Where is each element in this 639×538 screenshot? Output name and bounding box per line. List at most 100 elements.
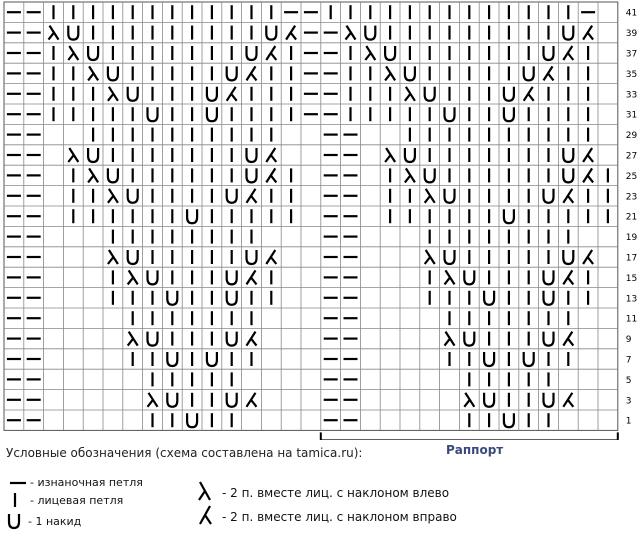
- k2tog-right-symbol-icon: [199, 505, 212, 525]
- yarnover-mark: [225, 188, 238, 204]
- k2tog-left-mark: [87, 167, 100, 184]
- yarnover-mark: [542, 188, 555, 204]
- yarnover-mark: [166, 392, 179, 408]
- k2tog-right-mark: [562, 269, 575, 286]
- yarnover-mark: [87, 46, 100, 62]
- legend-yarnover-label: - 1 накид: [28, 515, 82, 528]
- yarnover-mark: [166, 352, 179, 368]
- yarnover-mark: [225, 270, 238, 286]
- legend-k2tog-right-label: - 2 п. вместе лиц. с наклоном вправо: [222, 510, 457, 524]
- k2tog-right-mark: [265, 167, 278, 184]
- yarnover-symbol-icon: [7, 514, 21, 530]
- k2tog-left-mark: [107, 249, 119, 265]
- yarnover-mark: [106, 66, 119, 82]
- row-number: 25: [626, 172, 637, 182]
- k2tog-left-mark: [463, 392, 476, 408]
- row-number: 23: [626, 192, 637, 202]
- k2tog-left-mark: [364, 45, 377, 61]
- k2tog-right-mark: [582, 167, 594, 184]
- yarnover-mark: [502, 107, 515, 123]
- k2tog-right-mark: [265, 249, 278, 265]
- row-number: 29: [626, 131, 638, 141]
- yarnover-mark: [423, 168, 436, 184]
- k2tog-right-mark: [245, 392, 258, 408]
- k2tog-right-mark: [562, 188, 575, 204]
- yarnover-mark: [522, 66, 535, 82]
- k2tog-left-mark: [423, 188, 436, 204]
- yarnover-mark: [146, 331, 159, 347]
- yarnover-mark: [562, 25, 575, 41]
- yarnover-mark: [126, 188, 139, 204]
- legend-knit-label: - лицевая петля: [30, 494, 124, 507]
- row-number: 21: [626, 213, 637, 223]
- yarnover-mark: [225, 290, 238, 306]
- yarnover-mark: [542, 392, 555, 408]
- legend-title: Условные обозначения (схема составлена н…: [6, 446, 363, 460]
- yarnover-mark: [502, 209, 515, 225]
- k2tog-right-mark: [265, 147, 278, 163]
- yarnover-mark: [483, 352, 496, 368]
- yarnover-mark: [265, 25, 278, 41]
- k2tog-right-mark: [542, 65, 555, 82]
- k2tog-left-mark: [404, 86, 416, 102]
- yarnover-mark: [403, 148, 416, 164]
- yarnover-mark: [562, 148, 575, 164]
- k2tog-right-mark: [245, 331, 258, 347]
- k2tog-left-mark: [107, 86, 119, 102]
- yarnover-mark: [205, 86, 218, 102]
- purl-symbol-icon: [10, 481, 26, 485]
- legend-purl-label: - изнаночная петля: [30, 476, 143, 489]
- legend-k2tog-left-label: - 2 п. вместе лиц. с наклоном влево: [222, 486, 450, 500]
- k2tog-left-mark: [47, 25, 60, 41]
- row-number: 1: [626, 417, 632, 427]
- yarnover-mark: [502, 413, 515, 429]
- yarnover-mark: [423, 86, 436, 102]
- k2tog-left-mark: [87, 65, 100, 82]
- yarnover-mark: [542, 290, 555, 306]
- row-number: 41: [626, 9, 637, 19]
- yarnover-mark: [166, 290, 179, 306]
- k2tog-right-mark: [562, 392, 575, 408]
- yarnover-mark: [443, 107, 456, 123]
- row-number: 5: [626, 376, 632, 386]
- yarnover-mark: [522, 352, 535, 368]
- yarnover-mark: [245, 250, 258, 266]
- k2tog-left-mark: [126, 331, 139, 347]
- yarnover-mark: [562, 168, 575, 184]
- yarnover-mark: [87, 148, 100, 164]
- yarnover-mark: [186, 209, 199, 225]
- yarnover-mark: [364, 25, 377, 41]
- yarnover-mark: [225, 66, 238, 82]
- yarnover-mark: [403, 66, 416, 82]
- k2tog-left-mark: [146, 392, 159, 408]
- row-number: 7: [626, 356, 632, 366]
- yarnover-mark: [205, 107, 218, 123]
- yarnover-mark: [245, 148, 258, 164]
- k2tog-left-mark: [384, 65, 397, 82]
- k2tog-right-mark: [562, 331, 575, 347]
- yarnover-mark: [463, 331, 476, 347]
- yarnover-mark: [205, 352, 218, 368]
- k2tog-left-mark: [67, 147, 80, 163]
- yarnover-mark: [126, 86, 139, 102]
- rapport-bracket: [319, 432, 619, 440]
- yarnover-mark: [225, 392, 238, 408]
- row-number: 17: [626, 254, 637, 264]
- row-number: 11: [626, 315, 637, 325]
- yarnover-mark: [146, 270, 159, 286]
- k2tog-left-mark: [404, 167, 416, 184]
- yarnover-mark: [146, 107, 159, 123]
- row-number: 35: [626, 70, 637, 80]
- k2tog-right-mark: [562, 45, 575, 61]
- k2tog-right-mark: [225, 86, 238, 102]
- k2tog-left-mark: [443, 331, 456, 347]
- yarnover-mark: [106, 168, 119, 184]
- k2tog-right-mark: [582, 25, 594, 41]
- k2tog-right-mark: [522, 86, 535, 102]
- k2tog-left-mark: [344, 25, 357, 41]
- yarnover-mark: [542, 270, 555, 286]
- yarnover-mark: [562, 250, 575, 266]
- yarnover-mark: [483, 290, 496, 306]
- row-number: 27: [626, 152, 637, 162]
